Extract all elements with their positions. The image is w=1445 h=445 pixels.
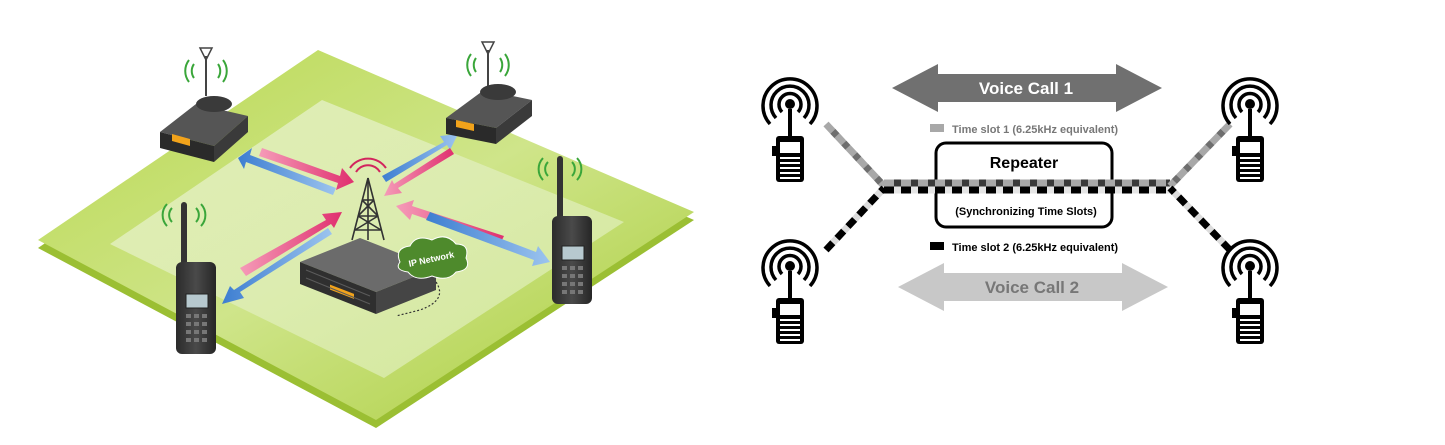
radio-icon-bottom-left [761,239,819,346]
branch-bottom-left-alt [823,185,887,253]
arrow-blue-bottom-right [426,212,550,266]
time-slot-diagram: Voice Call 1 Time slot 1 (6.25kHz equiva… [761,64,1279,346]
branch-top-right [1167,121,1233,189]
handheld-radio-left [161,202,216,354]
radio-icon-top-right [1221,77,1279,184]
ground-plane [38,50,694,428]
tower-icon [349,157,387,241]
arrow-pink-top-left [259,148,354,190]
time-slot-paths [823,121,1233,253]
branch-top-left-alt [823,121,887,189]
branch-bottom-left [823,185,887,253]
arrow-blue-top-left [238,148,336,195]
time-slot-2-swatch [930,242,944,250]
branch-bottom-right-alt [1167,185,1233,253]
repeater-unit [300,238,441,317]
radio-icon-bottom-right [1221,239,1279,346]
time-slot-2-legend: Time slot 2 (6.25kHz equivalent) [930,242,1118,254]
voice-call-2-arrow: Voice Call 2 [898,263,1168,311]
voice-call-1-arrow: Voice Call 1 [892,64,1162,112]
radio-network-illustration: IP Network [38,41,694,428]
ip-network-cloud: IP Network [397,236,469,279]
repeater-label: Repeater [990,155,1058,172]
branch-top-right-alt [1167,121,1233,189]
arrow-blue-top-right [382,134,458,182]
time-slot-1-legend: Time slot 1 (6.25kHz equivalent) [930,124,1118,136]
mobile-radio-top-left [160,47,248,162]
arrow-pink-top-right [384,148,454,196]
branch-top-left [823,121,887,189]
voice-call-1-label: Voice Call 1 [979,79,1073,98]
signal-arrows [222,134,550,304]
repeater-sublabel: (Synchronizing Time Slots) [955,206,1097,218]
voice-call-2-label: Voice Call 2 [985,278,1079,297]
time-slot-2-label: Time slot 2 (6.25kHz equivalent) [952,242,1118,254]
arrow-blue-bottom-left [222,228,332,304]
radio-icon-top-left [761,77,819,184]
time-slot-1-label: Time slot 1 (6.25kHz equivalent) [952,124,1118,136]
time-slot-1-swatch [930,124,944,132]
handheld-radio-right [537,156,592,304]
arrow-pink-bottom-left [240,212,342,276]
branch-bottom-right [1167,185,1233,253]
mobile-radio-top-right [446,41,532,144]
